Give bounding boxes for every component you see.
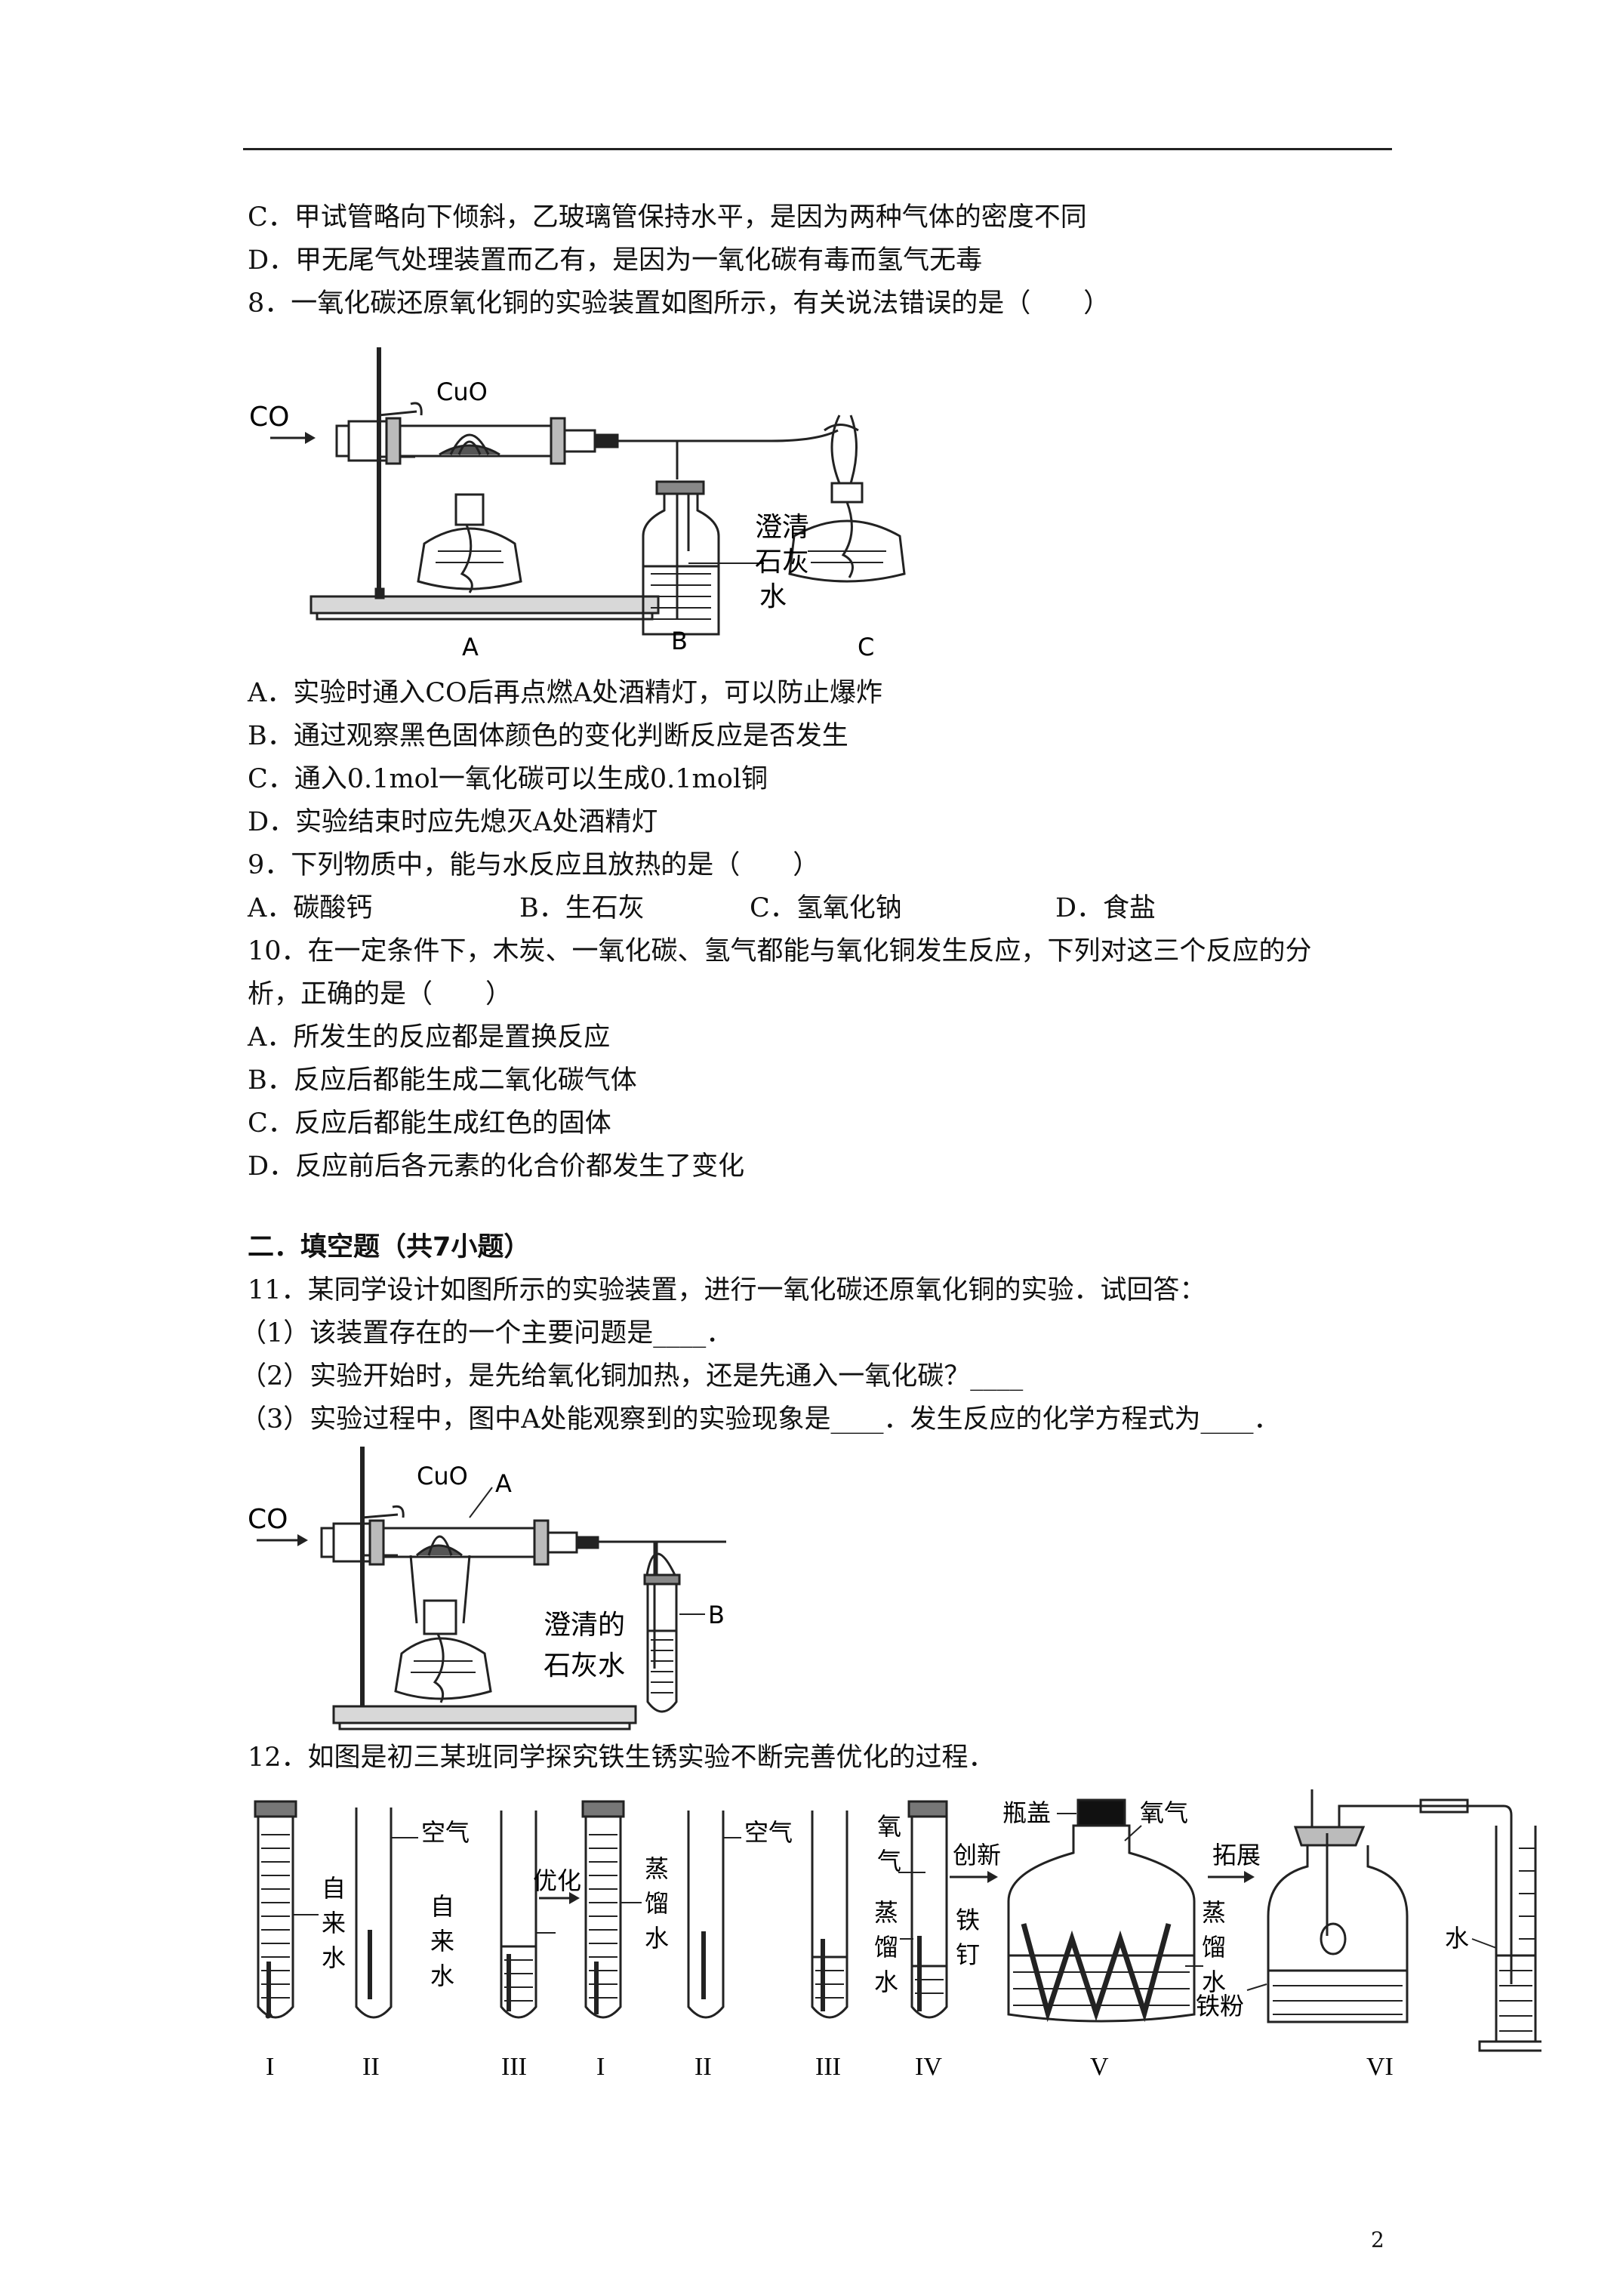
page-number: 2	[1371, 2227, 1384, 2252]
q8-option-a: A．实验时通入CO后再点燃A处酒精灯，可以防止爆炸	[248, 678, 883, 708]
q10-option-c: C．反应后都能生成红色的固体	[248, 1108, 611, 1139]
q12-roman-5: II	[694, 2053, 712, 2081]
q11-part-2: （2）实验开始时，是先给氧化铜加热，还是先通入一氧化碳？____	[240, 1361, 1024, 1391]
q12-oxygen-label-2: 气	[877, 1847, 901, 1875]
q9-choice-c: C．氢氧化钠	[750, 893, 902, 923]
q12-water-label: 水	[1445, 1924, 1469, 1952]
q12-iron-powder-label: 铁粉	[1196, 1992, 1244, 2020]
q10-option-d: D．反应前后各元素的化合价都发生了变化	[248, 1151, 745, 1182]
q12-distilled-label-2: 馏	[645, 1889, 669, 1918]
q12-roman-8: V	[1090, 2053, 1109, 2081]
q9-choice-a: A．碳酸钙	[248, 893, 373, 923]
q8-cuo-label: CuO	[436, 378, 488, 406]
q8-label-c: C	[858, 633, 874, 661]
q8-co-label: CO	[249, 402, 289, 433]
q12-tap2-label-2: 来	[430, 1927, 454, 1955]
q12-innovate-label: 创新	[953, 1841, 1001, 1869]
q12-oxygen-label-1: 氧	[877, 1812, 901, 1841]
q12-distilled3-label-1: 蒸	[1202, 1898, 1226, 1927]
q9-choice-b: B．生石灰	[519, 893, 645, 923]
q8-option-c: C．通入0.1mol一氧化碳可以生成0.1mol铜	[248, 764, 768, 794]
q12-roman-9: VI	[1366, 2053, 1394, 2081]
q11-stem: 11．某同学设计如图所示的实验装置，进行一氧化碳还原氧化铜的实验．试回答：	[248, 1275, 1206, 1305]
q9-stem: 9．下列物质中，能与水反应且放热的是（ ）	[248, 850, 820, 880]
q12-optimize-label: 优化	[533, 1866, 581, 1895]
q12-roman-6: III	[815, 2053, 841, 2081]
header-rule	[243, 148, 1392, 150]
q8-apparatus-figure: CO CuO 澄清 石灰 水 A B C	[249, 347, 906, 661]
q8-stem: 8．一氧化碳还原氧化铜的实验装置如图所示，有关说法错误的是（ ）	[248, 288, 1110, 319]
q8-label-b: B	[671, 627, 688, 655]
q8-limewater-label-1: 澄清	[755, 512, 809, 543]
q11-label-a: A	[495, 1469, 512, 1498]
q11-part-3: （3）实验过程中，图中A处能观察到的实验现象是____．发生反应的化学方程式为_…	[240, 1404, 1280, 1435]
q11-cuo-label: CuO	[417, 1462, 468, 1490]
q12-rust-experiment-figure: 自 来 水 空气 自 来 水 优化 蒸 馏 水 空气 氧 气 蒸 馏 水 创新 …	[254, 1789, 1541, 2081]
q9-choice-d: D．食盐	[1055, 893, 1156, 923]
q11-limewater-label-1: 澄清的	[544, 1610, 625, 1641]
q12-roman-4: I	[596, 2053, 605, 2081]
q7-option-d: D．甲无尾气处理装置而乙有，是因为一氧化碳有毒而氢气无毒	[248, 245, 983, 276]
q12-distilled-label-3: 水	[645, 1924, 669, 1952]
q12-tap-label-3: 水	[322, 1943, 346, 1972]
q12-roman-2: II	[362, 2053, 380, 2081]
q12-stem: 12．如图是初三某班同学探究铁生锈实验不断完善优化的过程．	[248, 1743, 995, 1773]
q12-oxygen-label: 氧气	[1140, 1798, 1188, 1827]
q11-label-b: B	[708, 1601, 725, 1629]
q10-option-a: A．所发生的反应都是置换反应	[248, 1022, 611, 1052]
q11-limewater-label-2: 石灰水	[544, 1650, 625, 1681]
q7-option-c: C．甲试管略向下倾斜，乙玻璃管保持水平，是因为两种气体的密度不同	[248, 202, 1087, 233]
q12-nail-label-2: 钉	[956, 1940, 980, 1969]
q12-roman-3: III	[501, 2053, 527, 2081]
q12-cap-label: 瓶盖	[1002, 1798, 1051, 1827]
q12-distilled2-label-2: 馏	[874, 1933, 898, 1962]
q11-part-1: （1）该装置存在的一个主要问题是____．	[240, 1318, 733, 1348]
q12-air-label-2: 空气	[744, 1818, 793, 1847]
q8-limewater-label-3: 水	[759, 581, 787, 612]
q12-distilled3-label-2: 馏	[1202, 1933, 1226, 1962]
q12-tap2-label-1: 自	[430, 1892, 454, 1921]
q10-option-b: B．反应后都能生成二氧化碳气体	[248, 1065, 637, 1096]
q12-expand-label: 拓展	[1212, 1841, 1261, 1869]
q8-option-b: B．通过观察黑色固体颜色的变化判断反应是否发生	[248, 721, 848, 751]
q11-co-label: CO	[248, 1504, 288, 1535]
q10-stem-line-1: 10．在一定条件下，木炭、一氧化碳、氢气都能与氧化铜发生反应，下列对这三个反应的…	[248, 936, 1312, 966]
q12-distilled3-label-3: 水	[1202, 1968, 1226, 1996]
q12-distilled2-label-3: 水	[874, 1968, 898, 1996]
q12-air-label-1: 空气	[421, 1818, 470, 1847]
q12-distilled-label-1: 蒸	[645, 1854, 669, 1883]
q12-roman-7: IV	[915, 2053, 942, 2081]
q12-tap2-label-3: 水	[430, 1962, 454, 1990]
q12-nail-label-1: 铁	[956, 1906, 980, 1934]
q12-tap-label-1: 自	[322, 1874, 346, 1903]
q12-distilled2-label-1: 蒸	[874, 1898, 898, 1927]
q8-label-a: A	[462, 633, 479, 661]
q10-stem-line-2: 析，正确的是（ ）	[248, 979, 513, 1009]
q8-option-d: D．实验结束时应先熄灭A处酒精灯	[248, 807, 658, 837]
q12-tap-label-2: 来	[322, 1909, 346, 1937]
q12-roman-1: I	[266, 2053, 274, 2081]
section-2-heading: 二．填空题（共7小题）	[248, 1232, 531, 1262]
q11-apparatus-figure: CO CuO A B 澄清的 石灰水	[248, 1447, 726, 1730]
q8-limewater-label-2: 石灰	[755, 547, 809, 578]
